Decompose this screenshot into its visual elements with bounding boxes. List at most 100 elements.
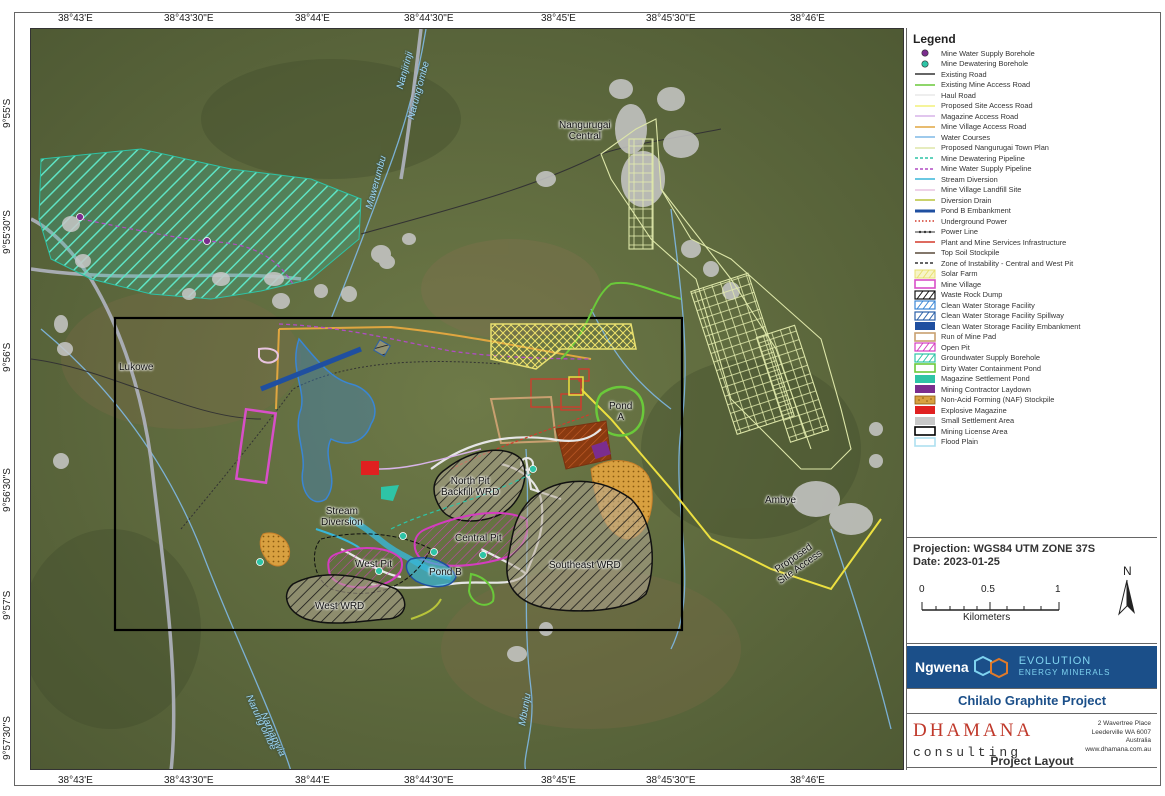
legend-symbol-icon	[914, 353, 936, 363]
label-north-pit: North Pit Backfill WRD	[441, 476, 500, 498]
clean-water-embankment	[260, 346, 362, 392]
legend-item: Haul Road	[913, 90, 1151, 101]
contractor-laydown	[591, 440, 611, 460]
legend-symbol-icon	[915, 104, 935, 107]
legend-item: Clean Water Storage Facility Spillway	[913, 311, 1151, 322]
coord-left-1: 9°55'S	[2, 98, 13, 128]
legend-label: Pond B Embankment	[941, 206, 1011, 216]
coord-bottom-4: 38°44'30"E	[404, 775, 454, 786]
legend-item: Mine Village Access Road	[913, 122, 1151, 133]
legend-symbol-icon	[914, 311, 936, 321]
coord-top-6: 38°45'30"E	[646, 13, 696, 24]
legend-label: Existing Road	[941, 69, 987, 79]
legend-label: Mine Water Supply Borehole	[941, 48, 1035, 58]
legend-item: Zone of Instability - Central and West P…	[913, 258, 1151, 269]
date-text: Date: 2023-01-25	[913, 556, 1000, 568]
label-lukowe: Lukowe	[119, 362, 154, 373]
legend-item: Waste Rock Dump	[913, 290, 1151, 301]
scale-bar: 0 0.5 1 Kilometers	[919, 584, 1079, 624]
address-line: 2 Wavertree Place	[1097, 720, 1151, 727]
hexagon-logo-icon	[973, 655, 1008, 679]
coord-left-5: 9°57'S	[2, 590, 13, 620]
label-west-pit: West Pit	[355, 559, 393, 570]
legend-label: Mine Dewatering Pipeline	[941, 153, 1025, 163]
legend-label: Haul Road	[941, 90, 976, 100]
water-supply-borehole	[76, 213, 84, 221]
legend-label: Open Pit	[941, 342, 970, 352]
pond-b	[405, 557, 457, 588]
label-pond-b: Pond B	[429, 567, 462, 578]
legend-item: Plant and Mine Services Infrastructure	[913, 237, 1151, 248]
label-southeast-wrd: Southeast WRD	[549, 560, 621, 571]
legend-item: Proposed Site Access Road	[913, 101, 1151, 112]
legend-label: Existing Mine Access Road	[941, 80, 1031, 90]
coord-top-3: 38°44'E	[295, 13, 330, 24]
southeast-wrd	[506, 480, 653, 612]
legend-label: Diversion Drain	[941, 195, 992, 205]
legend-label: Zone of Instability - Central and West P…	[941, 258, 1074, 268]
consultant-block: DHAMANA consulting 2 Wavertree Place Lee…	[907, 716, 1157, 768]
legend-symbol-icon	[915, 374, 935, 383]
legend-symbol-icon	[915, 94, 935, 97]
legend-item: Power Line	[913, 227, 1151, 238]
solar-farm	[490, 323, 637, 370]
town-plan	[600, 118, 852, 470]
legend-label: Non-Acid Forming (NAF) Stockpile	[941, 395, 1055, 405]
evolution-logo-sub: ENERGY MINERALS	[1018, 668, 1111, 677]
legend-symbol-icon	[915, 188, 935, 191]
legend-symbol-icon	[915, 178, 935, 181]
legend-label: Water Courses	[941, 132, 991, 142]
consulting-tagline: consulting	[913, 745, 1022, 760]
legend-label: Mine Dewatering Borehole	[941, 59, 1029, 69]
legend-label: Solar Farm	[941, 269, 978, 279]
legend-label: Magazine Settlement Pond	[941, 374, 1030, 384]
legend-symbol-icon	[915, 322, 935, 331]
legend-label: Flood Plain	[941, 437, 978, 447]
coord-left-4: 9°56'30"S	[2, 468, 13, 512]
legend-item: Mining Contractor Laydown	[913, 384, 1151, 395]
legend-item: Groundwater Supply Borehole	[913, 353, 1151, 364]
legend-symbol-icon	[915, 146, 935, 149]
legend-symbol-icon	[915, 251, 935, 254]
legend-symbol-icon	[921, 60, 929, 68]
legend-label: Mine Village	[941, 279, 982, 289]
legend-label: Mining License Area	[941, 426, 1008, 436]
legend-item: Mine Village	[913, 279, 1151, 290]
layout-title: Project Layout	[990, 754, 1074, 768]
legend-label: Dirty Water Containment Pond	[941, 363, 1041, 373]
map-canvas[interactable]: Nangurugai Central Lukowe Pond A North P…	[30, 28, 904, 770]
legend-symbol-icon	[914, 290, 936, 300]
scale-tick-2: 1	[1055, 584, 1061, 595]
legend-item: Run of Mine Pad	[913, 331, 1151, 343]
scale-unit: Kilometers	[963, 612, 1011, 623]
north-arrow-icon	[1118, 579, 1135, 616]
coord-bottom-3: 38°44'E	[295, 775, 330, 786]
consultant-address: 2 Wavertree Place Leederville WA 6007 Au…	[1085, 720, 1151, 754]
legend-symbol-icon	[915, 83, 935, 86]
clean-water-storage	[295, 337, 376, 503]
legend-label: Underground Power	[941, 216, 1008, 226]
coord-top-1: 38°43'E	[58, 13, 93, 24]
legend-symbol-icon	[915, 136, 935, 139]
legend-label: Small Settlement Area	[941, 416, 1015, 426]
coord-top-5: 38°45'E	[541, 13, 576, 24]
rom-pad	[489, 395, 558, 445]
north-letter: N	[1123, 564, 1132, 578]
client-logos: Ngwena EVOLUTION ENERGY MINERALS	[907, 646, 1157, 688]
legend-item: Stream Diversion	[913, 174, 1151, 185]
legend-symbol-icon	[915, 157, 935, 159]
projection-block: Projection: WGS84 UTM ZONE 37S Date: 202…	[907, 540, 1157, 644]
coord-top-4: 38°44'30"E	[404, 13, 454, 24]
legend-label: Mining Contractor Laydown	[941, 384, 1031, 394]
scale-tick-0: 0	[919, 584, 925, 595]
legend-symbol-icon	[914, 269, 936, 279]
label-stream-diversion: Stream Diversion	[321, 506, 363, 528]
explosive-magazine	[361, 461, 379, 475]
legend-symbol-icon	[915, 241, 935, 244]
address-line: Australia	[1125, 737, 1151, 744]
north-arrow: N	[1115, 564, 1145, 618]
coord-bottom-5: 38°45'E	[541, 775, 576, 786]
dewatering-boreholes	[256, 465, 537, 575]
legend-item: Magazine Settlement Pond	[913, 374, 1151, 385]
